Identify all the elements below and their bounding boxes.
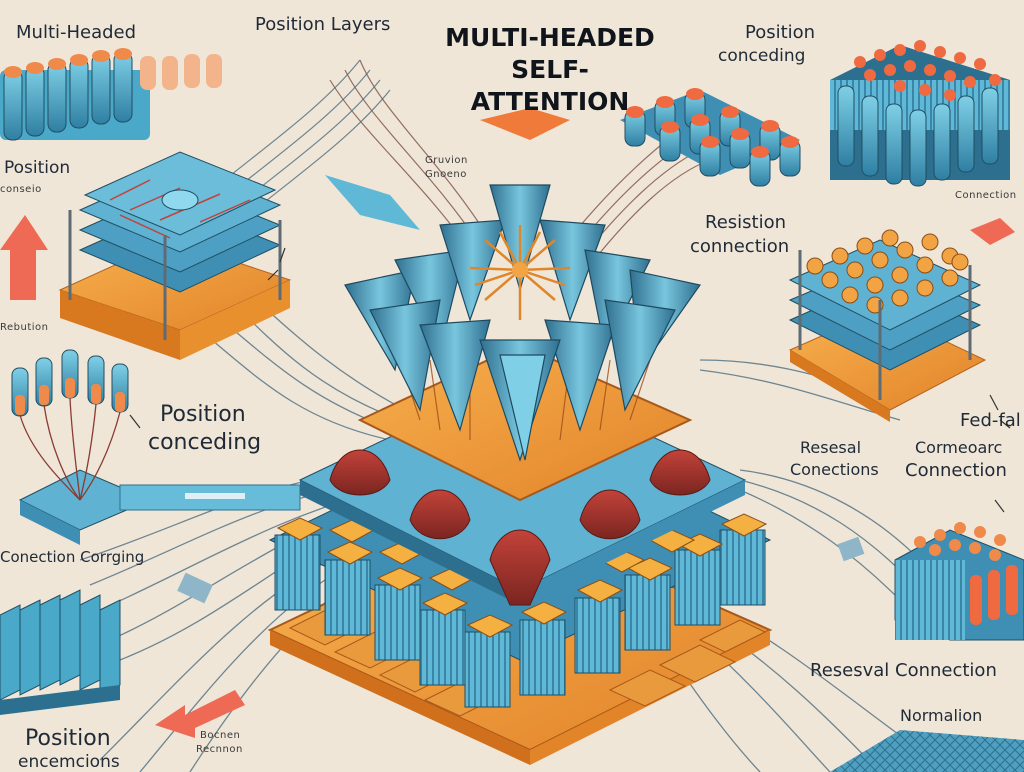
attention-starburst-icon	[469, 225, 571, 320]
label-fed-fal: Fed-fal	[960, 410, 1021, 431]
arrow-right-small	[970, 218, 1015, 245]
label-resesval-connection: Resesval Connection	[810, 660, 997, 681]
diagram-title: MULTI-HEADED SELF-ATTENTION	[440, 22, 660, 118]
arrow-bottom-left	[155, 690, 245, 738]
cylinder-row-top-left	[0, 48, 222, 141]
label-encemcions-bottom: encemcions	[18, 752, 120, 772]
arrow-up-left	[0, 215, 48, 300]
label-resesal: Resesal	[800, 438, 862, 457]
label-cormeoarc: Cormeoarc	[915, 438, 1003, 457]
stacked-plates-bottom-left	[0, 572, 213, 715]
wire-bundle-top	[329, 59, 711, 266]
label-conceding-mid: conceding	[148, 430, 262, 455]
label-position-top-right: Position	[745, 22, 816, 43]
flat-bar-left	[119, 484, 301, 511]
label-recnnon: Recnnon	[196, 744, 243, 755]
cylinder-block-bottom-right	[837, 522, 1024, 641]
arrow-orange-top	[480, 108, 570, 140]
label-conection-corrging: Conection Corrging	[0, 548, 145, 566]
label-position-mid: Position	[160, 402, 246, 427]
block-grid	[274, 513, 768, 708]
label-connection-mid-right: connection	[690, 236, 790, 257]
label-gnoeno: Gnoeno	[425, 169, 467, 180]
stacked-layer-module-right	[788, 229, 987, 422]
label-conceding-top-right: conceding	[718, 46, 806, 66]
label-position-left: Position	[4, 158, 71, 178]
mesh-bottom-right	[830, 730, 1024, 772]
label-connection-right: Connection	[905, 460, 1007, 481]
label-conseio-left: conseio	[0, 184, 42, 195]
label-multi-headed: Multi-Headed	[16, 22, 137, 43]
label-bocnen: Bocnen	[200, 730, 241, 741]
label-rebution: Rebution	[0, 322, 49, 333]
label-conections: Conections	[790, 460, 879, 479]
label-gruvion: Gruvion	[425, 155, 468, 166]
title-line-1: MULTI-HEADED	[445, 23, 655, 52]
label-normalion: Normalion	[900, 706, 983, 725]
label-resistion: Resistion	[705, 212, 787, 233]
arrow-top-center	[325, 175, 420, 230]
title-line-2: SELF-ATTENTION	[470, 55, 630, 116]
label-position-layers: Position Layers	[255, 14, 391, 35]
stacked-layer-module-left	[58, 151, 292, 360]
cylinder-grid-top-center-right	[620, 88, 801, 187]
label-position-bottom: Position	[25, 726, 111, 751]
cylinder-fan-left	[11, 349, 152, 545]
cylinder-block-top-right	[830, 40, 1010, 187]
decorative-ticks	[129, 247, 1011, 513]
label-connection-far-right: Connection	[955, 190, 1017, 201]
